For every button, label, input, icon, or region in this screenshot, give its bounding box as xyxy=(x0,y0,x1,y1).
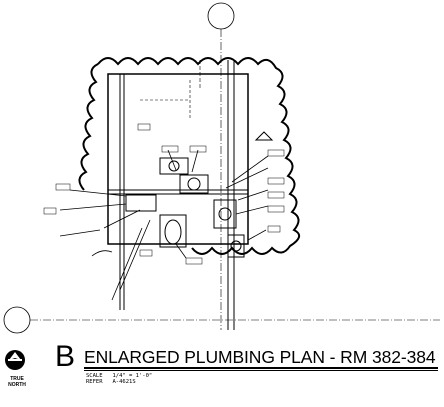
refer-label: REFER xyxy=(86,379,103,385)
view-letter: B xyxy=(55,340,76,373)
fixture-tags xyxy=(43,123,285,265)
fixtures xyxy=(125,131,274,258)
title-underline xyxy=(84,367,438,369)
refer-value: A-4621S xyxy=(112,379,136,385)
plan-title: ENLARGED PLUMBING PLAN - RM 382-384 xyxy=(84,347,436,367)
grid-bubble-icon-left xyxy=(3,306,31,334)
scale-label: SCALE xyxy=(86,373,103,379)
north-label-line2: NORTH xyxy=(8,381,26,388)
scale-row: SCALE 1/4" = 1'-0" xyxy=(86,373,152,379)
scale-value: 1/4" = 1'-0" xyxy=(112,373,153,379)
grid-bubble-icon xyxy=(207,2,235,30)
north-label-line1: TRUE xyxy=(10,376,24,382)
north-arrow-icon xyxy=(5,350,25,370)
revision-cloud xyxy=(78,57,301,255)
title-underline-thin xyxy=(84,370,438,371)
walls xyxy=(107,60,249,330)
refer-row: REFER A-4621S xyxy=(86,379,136,385)
north-label: TRUE NORTH xyxy=(2,376,32,388)
leaders xyxy=(59,149,269,301)
